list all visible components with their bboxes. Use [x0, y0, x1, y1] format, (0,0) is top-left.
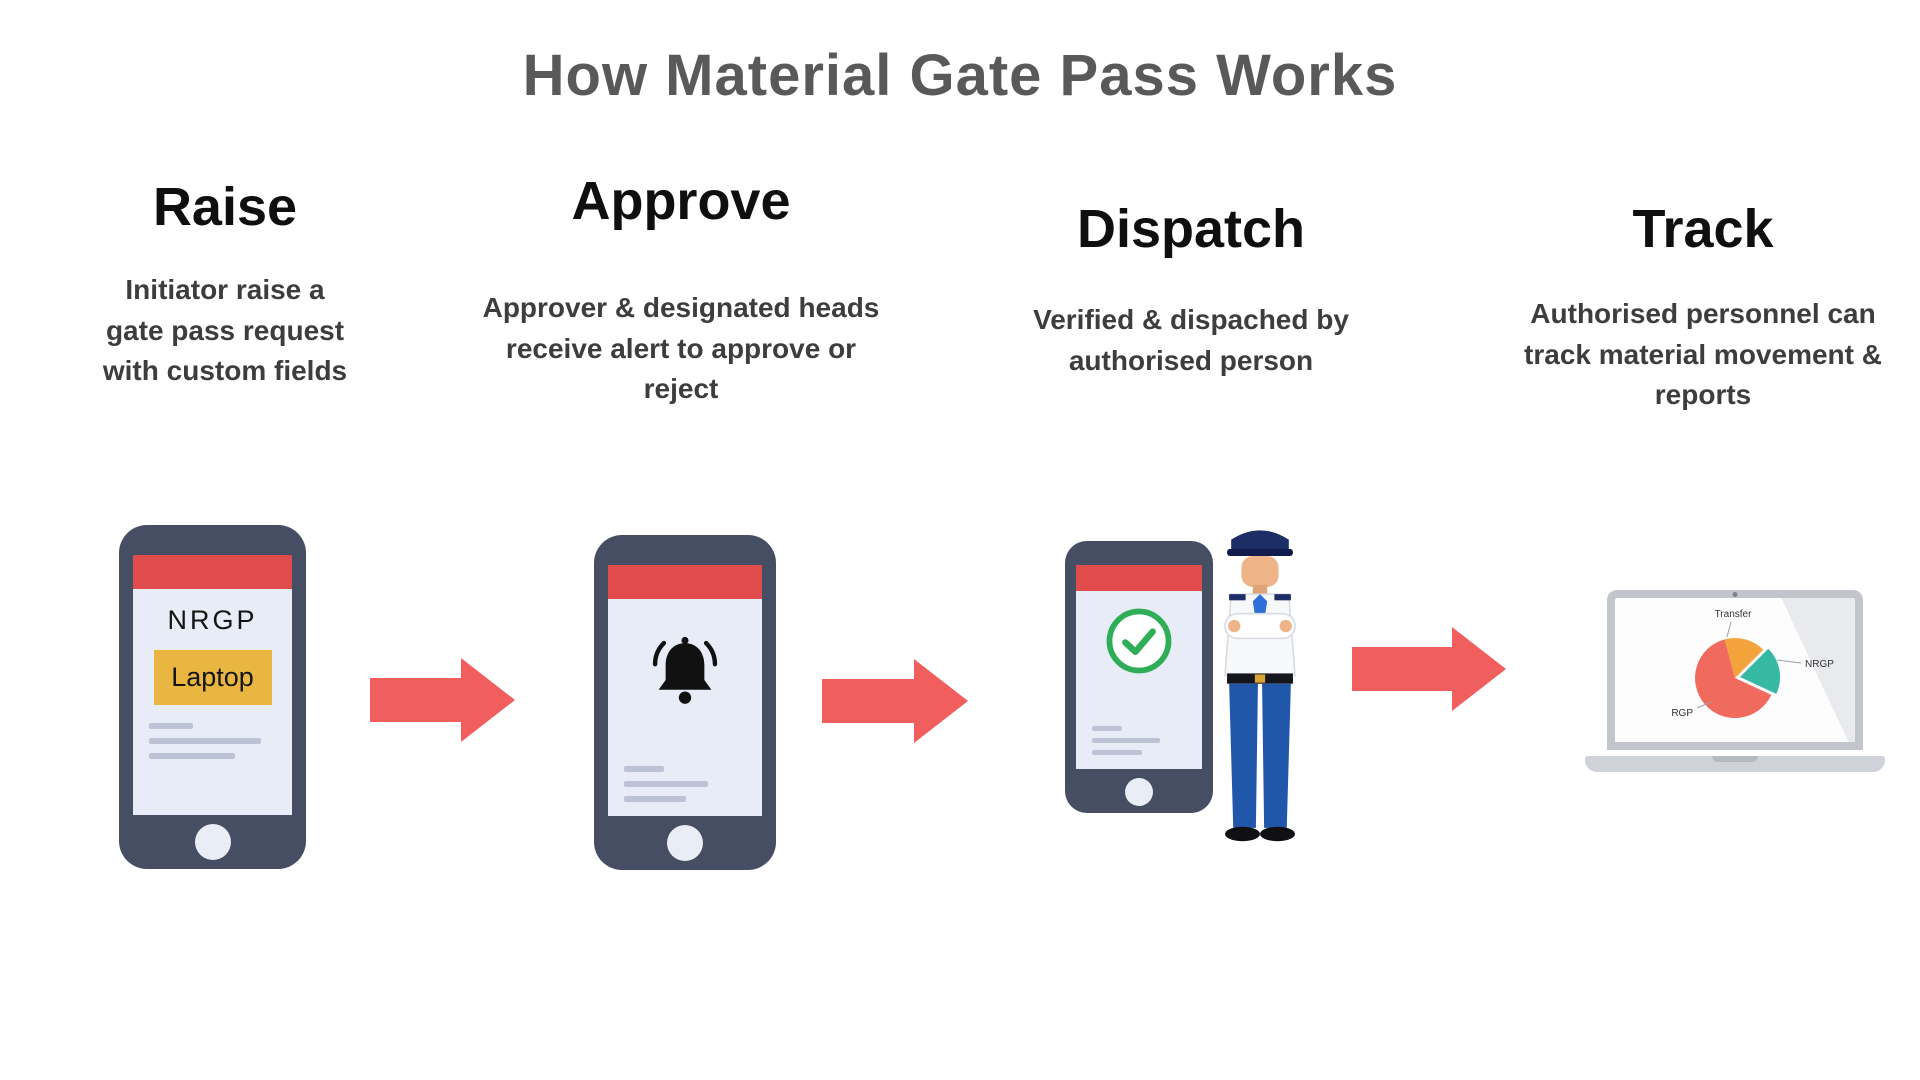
- flow-arrow-icon: [1352, 627, 1506, 711]
- page-title: How Material Gate Pass Works: [522, 43, 1398, 108]
- step-description-approve: Approver & designated heads receive aler…: [482, 292, 880, 405]
- phone-screen: [608, 565, 762, 816]
- pie-label-nrgp: NRGP: [1805, 659, 1834, 670]
- laptop-base: [1585, 756, 1885, 772]
- approve-phone-illustration: [594, 535, 776, 870]
- flow-arrow-icon: [370, 658, 515, 742]
- raise-phone-illustration: NRGP Laptop: [119, 525, 306, 869]
- placeholder-text-lines: [1092, 719, 1160, 755]
- phone-home-button: [667, 825, 703, 861]
- phone-screen-header-bar: [1076, 565, 1202, 591]
- phone-screen-header-bar: [133, 555, 292, 589]
- step-description-track: Authorised personnel can track material …: [1524, 298, 1882, 411]
- gate-pass-item-label: Laptop: [153, 650, 272, 705]
- gate-pass-pie-chart: Transfer NRGP RGP: [1671, 609, 1834, 719]
- security-guard-illustration: [1190, 519, 1330, 869]
- phone-screen: NRGP Laptop: [133, 555, 292, 815]
- dispatch-phone-illustration: [1065, 541, 1213, 813]
- step-heading-track: Track: [1632, 199, 1774, 259]
- phone-home-button: [1125, 778, 1153, 806]
- phone-screen-header-bar: [608, 565, 762, 599]
- laptop-camera-dot: [1732, 592, 1738, 597]
- verified-check-icon: [1076, 605, 1202, 677]
- placeholder-text-lines: [624, 757, 708, 802]
- phone-screen: [1076, 565, 1202, 769]
- flow-arrow-icon: [822, 659, 968, 743]
- pie-label-transfer: Transfer: [1715, 609, 1753, 620]
- laptop-screen: Transfer NRGP RGP: [1607, 590, 1863, 750]
- step-heading-raise: Raise: [152, 177, 298, 237]
- phone-home-button: [194, 824, 231, 860]
- step-heading-dispatch: Dispatch: [1076, 199, 1306, 259]
- notification-bell-icon: [608, 629, 762, 717]
- pie-label-rgp: RGP: [1671, 708, 1693, 719]
- gate-pass-type-label: NRGP: [167, 605, 258, 635]
- placeholder-text-lines: [149, 723, 292, 759]
- step-heading-approve: Approve: [571, 171, 791, 231]
- laptop-report-illustration: Transfer NRGP RGP: [1585, 590, 1885, 782]
- step-description-raise: Initiator raise a gate pass request with…: [102, 274, 348, 387]
- step-description-dispatch: Verified & dispached by authorised perso…: [1033, 304, 1349, 376]
